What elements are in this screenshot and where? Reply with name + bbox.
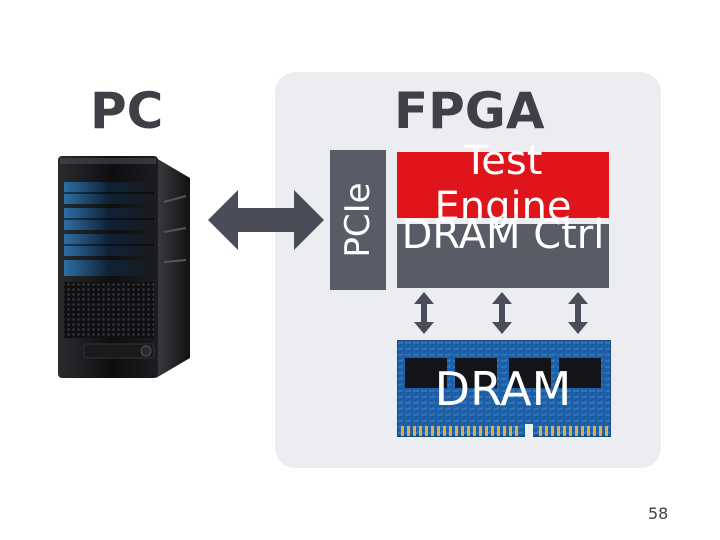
test-engine-block [397,152,609,218]
dram-ctrl-label: DRAM Ctrl [401,212,605,258]
pcie-label: PCIe [338,182,378,258]
server-tower-icon [58,156,190,378]
dram-module [397,340,611,438]
pcie-block [330,150,386,290]
fpga-title: FPGA [394,82,545,140]
page-number: 58 [648,504,669,523]
dram-ctrl-block [397,224,609,288]
vertical-double-arrow-icon [414,292,434,334]
vertical-double-arrow-icon [568,292,588,334]
test-engine-label: Test Engine [434,138,572,230]
double-arrow-icon [208,190,324,250]
pc-title: PC [90,82,164,140]
vertical-double-arrow-icon [492,292,512,334]
dram-label: DRAM [434,362,572,416]
